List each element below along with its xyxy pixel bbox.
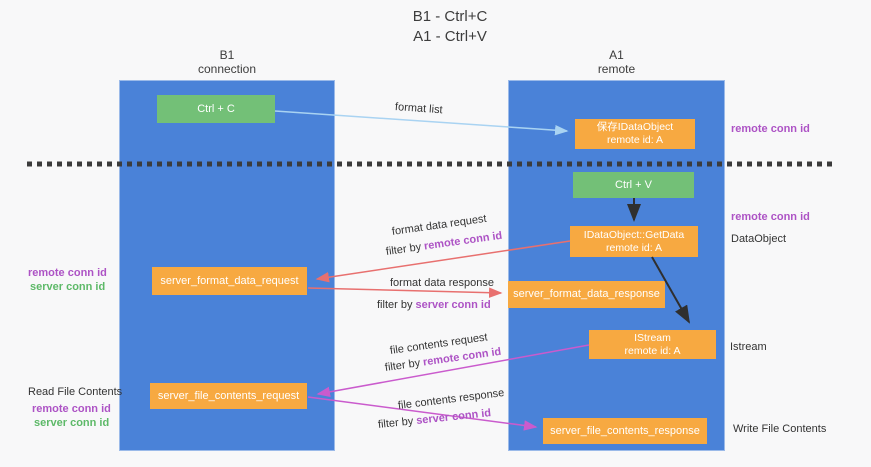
lane-header-a1: A1 remote	[508, 48, 725, 76]
node-ctrl-c-label: Ctrl + C	[197, 102, 235, 115]
node-istream: IStream remote id: A	[589, 330, 716, 359]
lane-header-a1-subtitle: remote	[597, 62, 636, 76]
node-save-idataobject-line1: 保存IDataObject	[596, 121, 674, 133]
node-istream-line2: remote id: A	[624, 344, 681, 357]
node-save-idataobject-line2: remote id: A	[606, 134, 664, 146]
node-server-file-contents-response-label: server_file_contents_response	[550, 424, 700, 437]
remote-conn-id-annotation-top: remote conn id	[731, 123, 810, 135]
node-idataobject-getdata-line1: IDataObject::GetData	[583, 228, 685, 241]
node-server-format-data-response: server_format_data_response	[508, 281, 665, 308]
remote-conn-id-annotation-left-2: remote conn id	[32, 403, 111, 415]
remote-conn-id-annotation-left-1: remote conn id	[28, 267, 107, 279]
lane-header-b1-title: B1	[219, 48, 235, 62]
title-line-1: B1 - Ctrl+C	[412, 8, 488, 25]
remote-conn-id-text: remote conn id	[423, 229, 504, 253]
filter-by-text: filter by	[377, 415, 414, 431]
node-ctrl-v-label: Ctrl + V	[615, 178, 652, 191]
format-list-label: format list	[394, 101, 443, 117]
node-server-file-contents-response: server_file_contents_response	[543, 418, 707, 444]
title-line-2: A1 - Ctrl+V	[413, 28, 487, 45]
node-istream-line1: IStream	[634, 331, 671, 344]
server-conn-id-text: server conn id	[415, 299, 491, 311]
lane-header-a1-title: A1	[609, 48, 624, 62]
lane-header-b1-subtitle: connection	[197, 62, 257, 76]
dataobject-annotation: DataObject	[731, 233, 787, 245]
server-conn-id-annotation-left-2: server conn id	[34, 417, 110, 429]
node-server-format-data-response-label: server_format_data_response	[513, 288, 660, 300]
diagram-title: B1 - Ctrl+C A1 - Ctrl+V	[340, 7, 560, 47]
remote-conn-id-annotation-mid: remote conn id	[731, 211, 810, 223]
format-data-response-label: format data response	[390, 277, 494, 289]
node-idataobject-getdata-line2: remote id: A	[605, 241, 663, 254]
write-file-contents-annotation: Write File Contents	[733, 423, 827, 435]
filter-by-text: filter by	[377, 299, 413, 311]
lane-header-b1: B1 connection	[119, 48, 335, 76]
istream-annotation: Istream	[730, 341, 767, 353]
filter-by-text: filter by	[384, 357, 421, 374]
server-conn-id-text: server conn id	[415, 407, 492, 427]
node-idataobject-getdata: IDataObject::GetData remote id: A	[570, 226, 698, 257]
node-ctrl-v: Ctrl + V	[573, 172, 694, 198]
node-ctrl-c: Ctrl + C	[157, 95, 275, 123]
node-save-idataobject: 保存IDataObject remote id: A	[575, 119, 695, 149]
node-server-file-contents-request: server_file_contents_request	[150, 383, 307, 409]
read-file-contents-annotation: Read File Contents	[28, 386, 123, 398]
filter-by-text: filter by	[385, 241, 422, 258]
server-conn-id-annotation-left-1: server conn id	[30, 281, 106, 293]
node-server-format-data-request-label: server_format_data_request	[160, 274, 299, 287]
node-server-format-data-request: server_format_data_request	[152, 267, 307, 295]
node-server-file-contents-request-label: server_file_contents_request	[157, 389, 300, 402]
